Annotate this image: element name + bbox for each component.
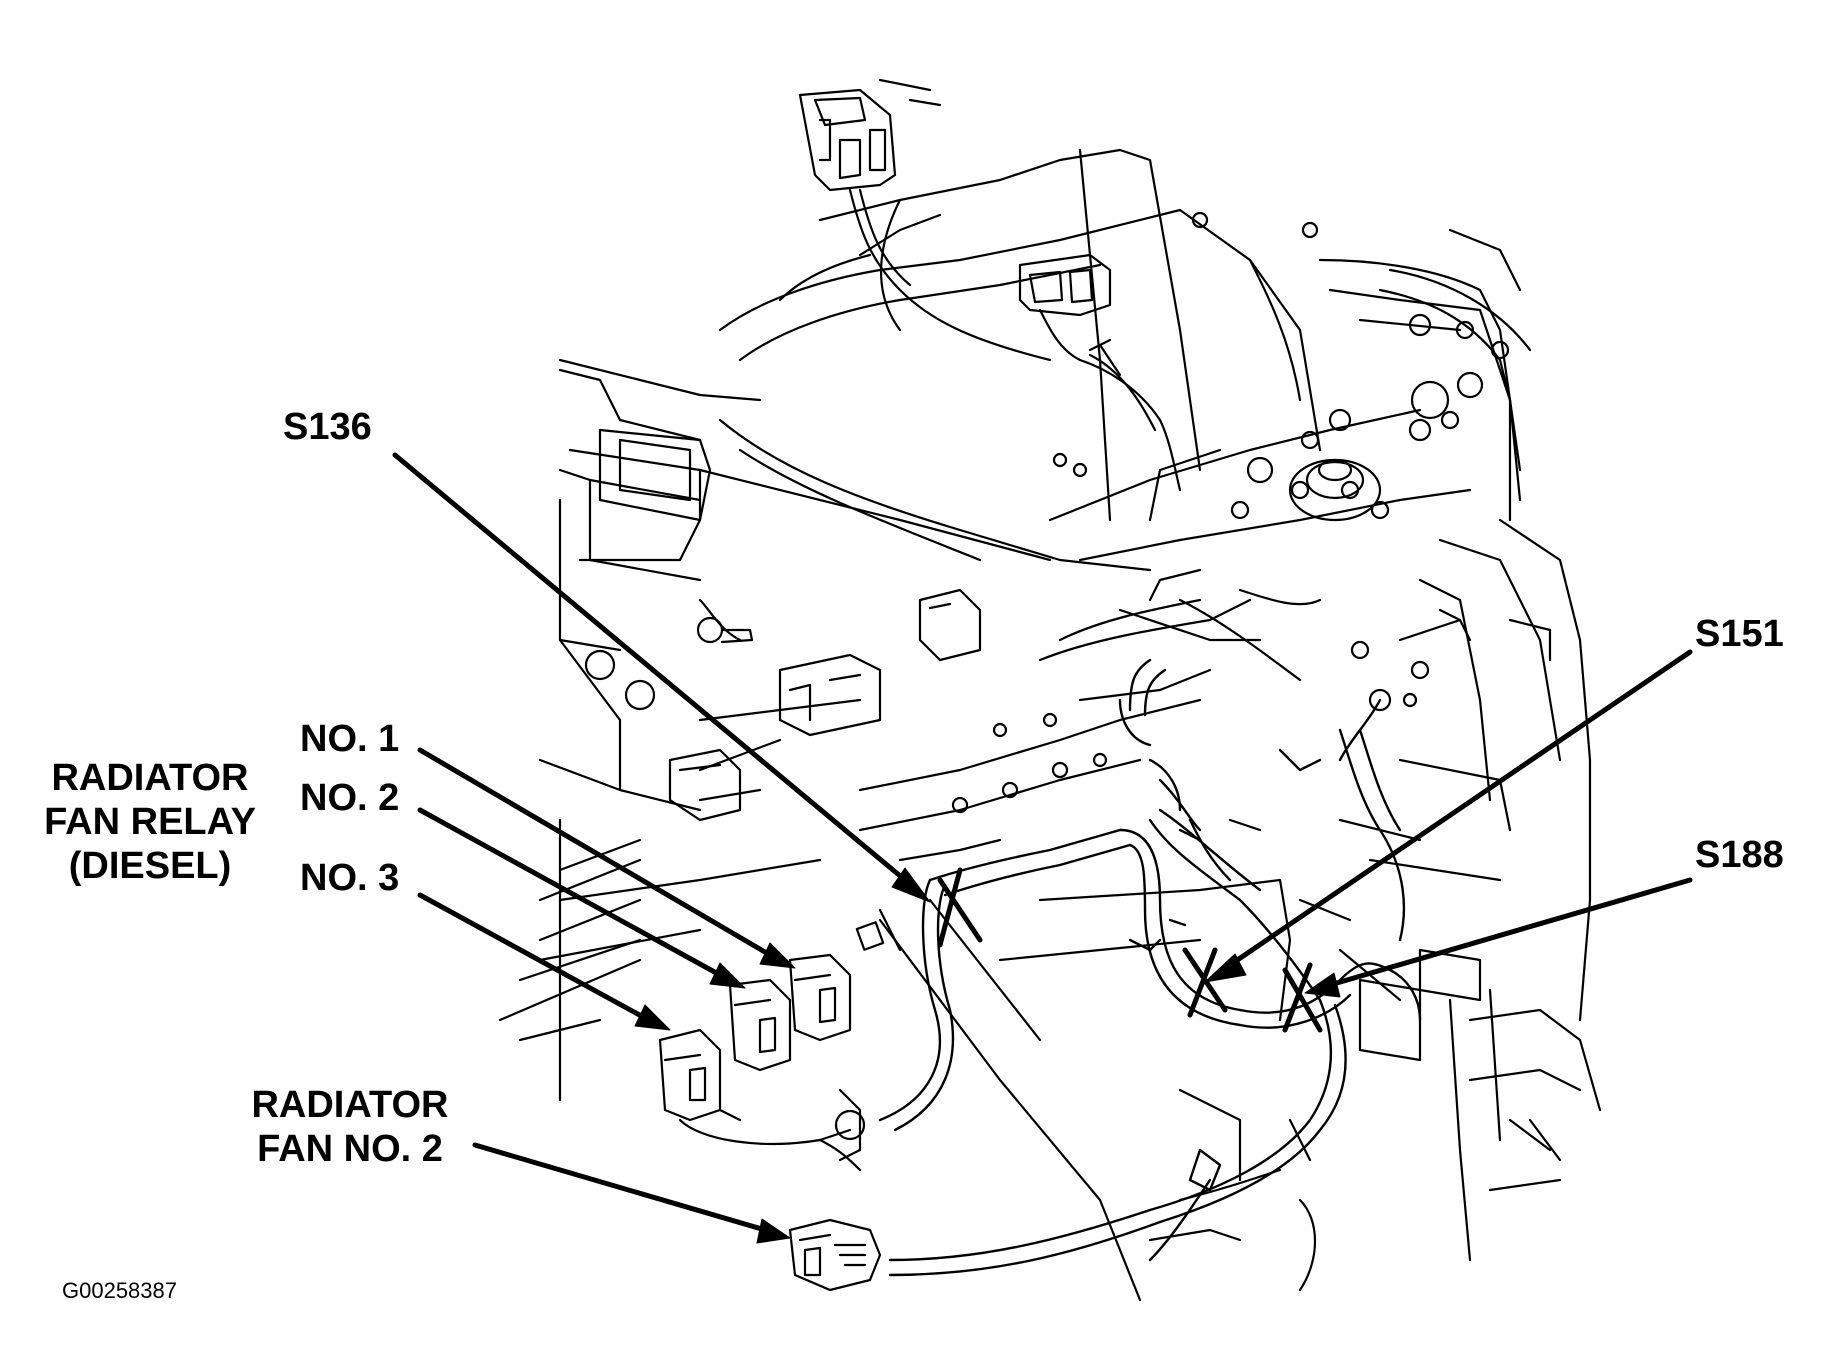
fan2-line-1: RADIATOR — [251, 1084, 449, 1126]
wiring-harness — [878, 658, 1422, 1277]
splice-s136-marker — [937, 867, 983, 948]
arrow-s151 — [1204, 649, 1693, 983]
callout-s136: S136 — [283, 406, 372, 448]
figure-code: G00258387 — [62, 1278, 177, 1303]
leader-arrows — [392, 452, 1693, 1244]
arrow-s136 — [392, 452, 931, 903]
callout-radiator-fan-relay: RADIATOR FAN RELAY (DIESEL) — [30, 756, 270, 888]
callout-s188: S188 — [1695, 834, 1784, 876]
callout-radiator-fan-no2: RADIATOR FAN NO. 2 — [230, 1083, 470, 1171]
callout-s151: S151 — [1695, 613, 1784, 655]
relay-title-line-3: (DIESEL) — [68, 845, 232, 887]
splice-s188-marker — [1282, 962, 1323, 1033]
callout-no3: NO. 3 — [300, 857, 400, 899]
fan2-line-2: FAN NO. 2 — [257, 1128, 443, 1170]
arrow-no2 — [417, 807, 746, 989]
relay-title-line-2: FAN RELAY — [44, 801, 256, 843]
callout-no1: NO. 1 — [300, 718, 400, 760]
top-connector — [798, 88, 1052, 362]
splice-s151-marker — [1182, 947, 1228, 1018]
relay-block — [658, 953, 866, 1172]
relay-bracket-upper — [668, 588, 982, 822]
callout-no2: NO. 2 — [300, 777, 400, 819]
arrow-no1 — [417, 747, 796, 969]
arrow-no3 — [417, 892, 671, 1031]
radiator-fan-no2-connector — [788, 1218, 882, 1292]
arrow-radiator-fan-no2 — [472, 1142, 791, 1244]
vehicle-body-linework — [498, 78, 1602, 1302]
relay-title-line-1: RADIATOR — [51, 757, 249, 799]
mid-connector — [1018, 253, 1182, 492]
arrow-s188 — [1304, 877, 1693, 998]
